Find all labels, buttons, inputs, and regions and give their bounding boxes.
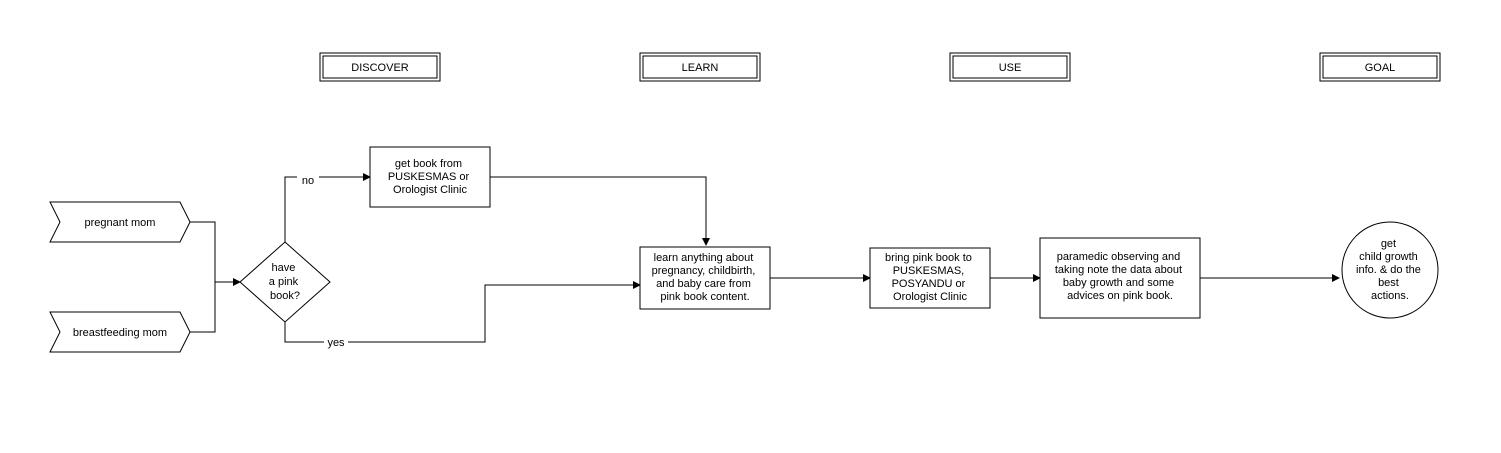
node-learn-label: learn anything about pregnancy, childbir… (652, 252, 759, 303)
edge-yes (284, 281, 641, 343)
phase-goal-label: GOAL (1365, 62, 1396, 74)
phase-discover: DISCOVER (319, 52, 441, 82)
edge-no-label: no (302, 175, 314, 187)
node-observe-label: paramedic observing and taking note the … (1055, 251, 1185, 302)
edge-getbook-to-learn (490, 176, 710, 246)
node-breastfeeding-mom: breastfeeding mom (49, 311, 191, 353)
phase-learn: LEARN (639, 52, 761, 82)
node-breastfeeding-mom-label: breastfeeding mom (73, 327, 167, 339)
node-decision-label: have a pink book? (269, 262, 301, 302)
edge-pregnant-to-decision (180, 221, 240, 283)
node-get-book-label: get book from PUSKESMAS or Orologist Cli… (388, 158, 472, 196)
node-observe: paramedic observing and taking note the … (1039, 237, 1201, 319)
node-bring: bring pink book to PUSKESMAS, POSYANDU o… (869, 247, 991, 309)
node-goal: get child growth info. & do the best act… (1341, 221, 1439, 319)
edge-yes-label: yes (327, 337, 345, 349)
phase-discover-label: DISCOVER (351, 62, 409, 74)
phase-use-label: USE (999, 62, 1022, 74)
edge-no (284, 173, 371, 242)
node-pregnant-mom-label: pregnant mom (85, 217, 156, 229)
node-pregnant-mom: pregnant mom (49, 201, 191, 243)
node-goal-label: get child growth info. & do the best act… (1356, 238, 1424, 302)
phase-goal: GOAL (1319, 52, 1441, 82)
phase-learn-label: LEARN (682, 62, 719, 74)
node-get-book: get book from PUSKESMAS or Orologist Cli… (369, 146, 491, 208)
node-bring-label: bring pink book to PUSKESMAS, POSYANDU o… (885, 252, 975, 303)
node-learn: learn anything about pregnancy, childbir… (639, 246, 771, 310)
node-decision: have a pink book? (239, 241, 331, 323)
phase-use: USE (949, 52, 1071, 82)
edge-breastfeeding-to-decision (180, 278, 241, 333)
